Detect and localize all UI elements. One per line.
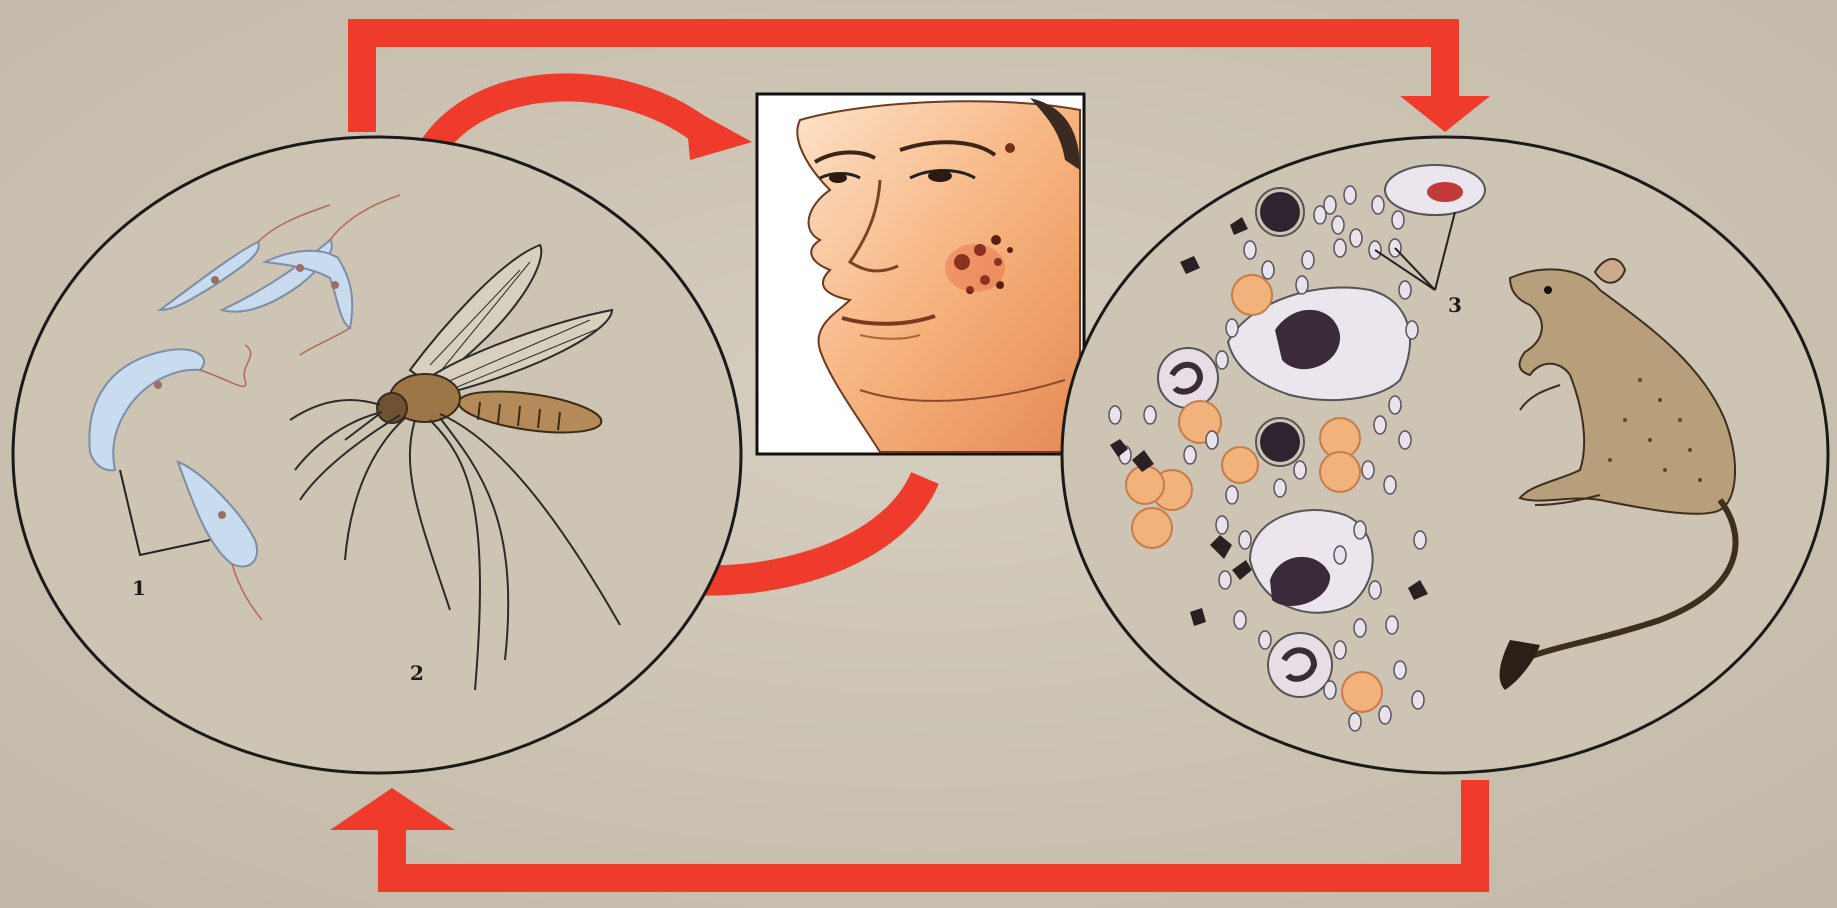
vector-stage-circle: 1 — [13, 137, 741, 773]
reservoir-stage-circle: 3 — [1062, 137, 1828, 773]
label-amastigotes: 3 — [1448, 293, 1462, 317]
label-sandfly: 2 — [410, 661, 424, 685]
label-promastigotes: 1 — [132, 576, 146, 600]
human-host-panel — [757, 94, 1084, 454]
